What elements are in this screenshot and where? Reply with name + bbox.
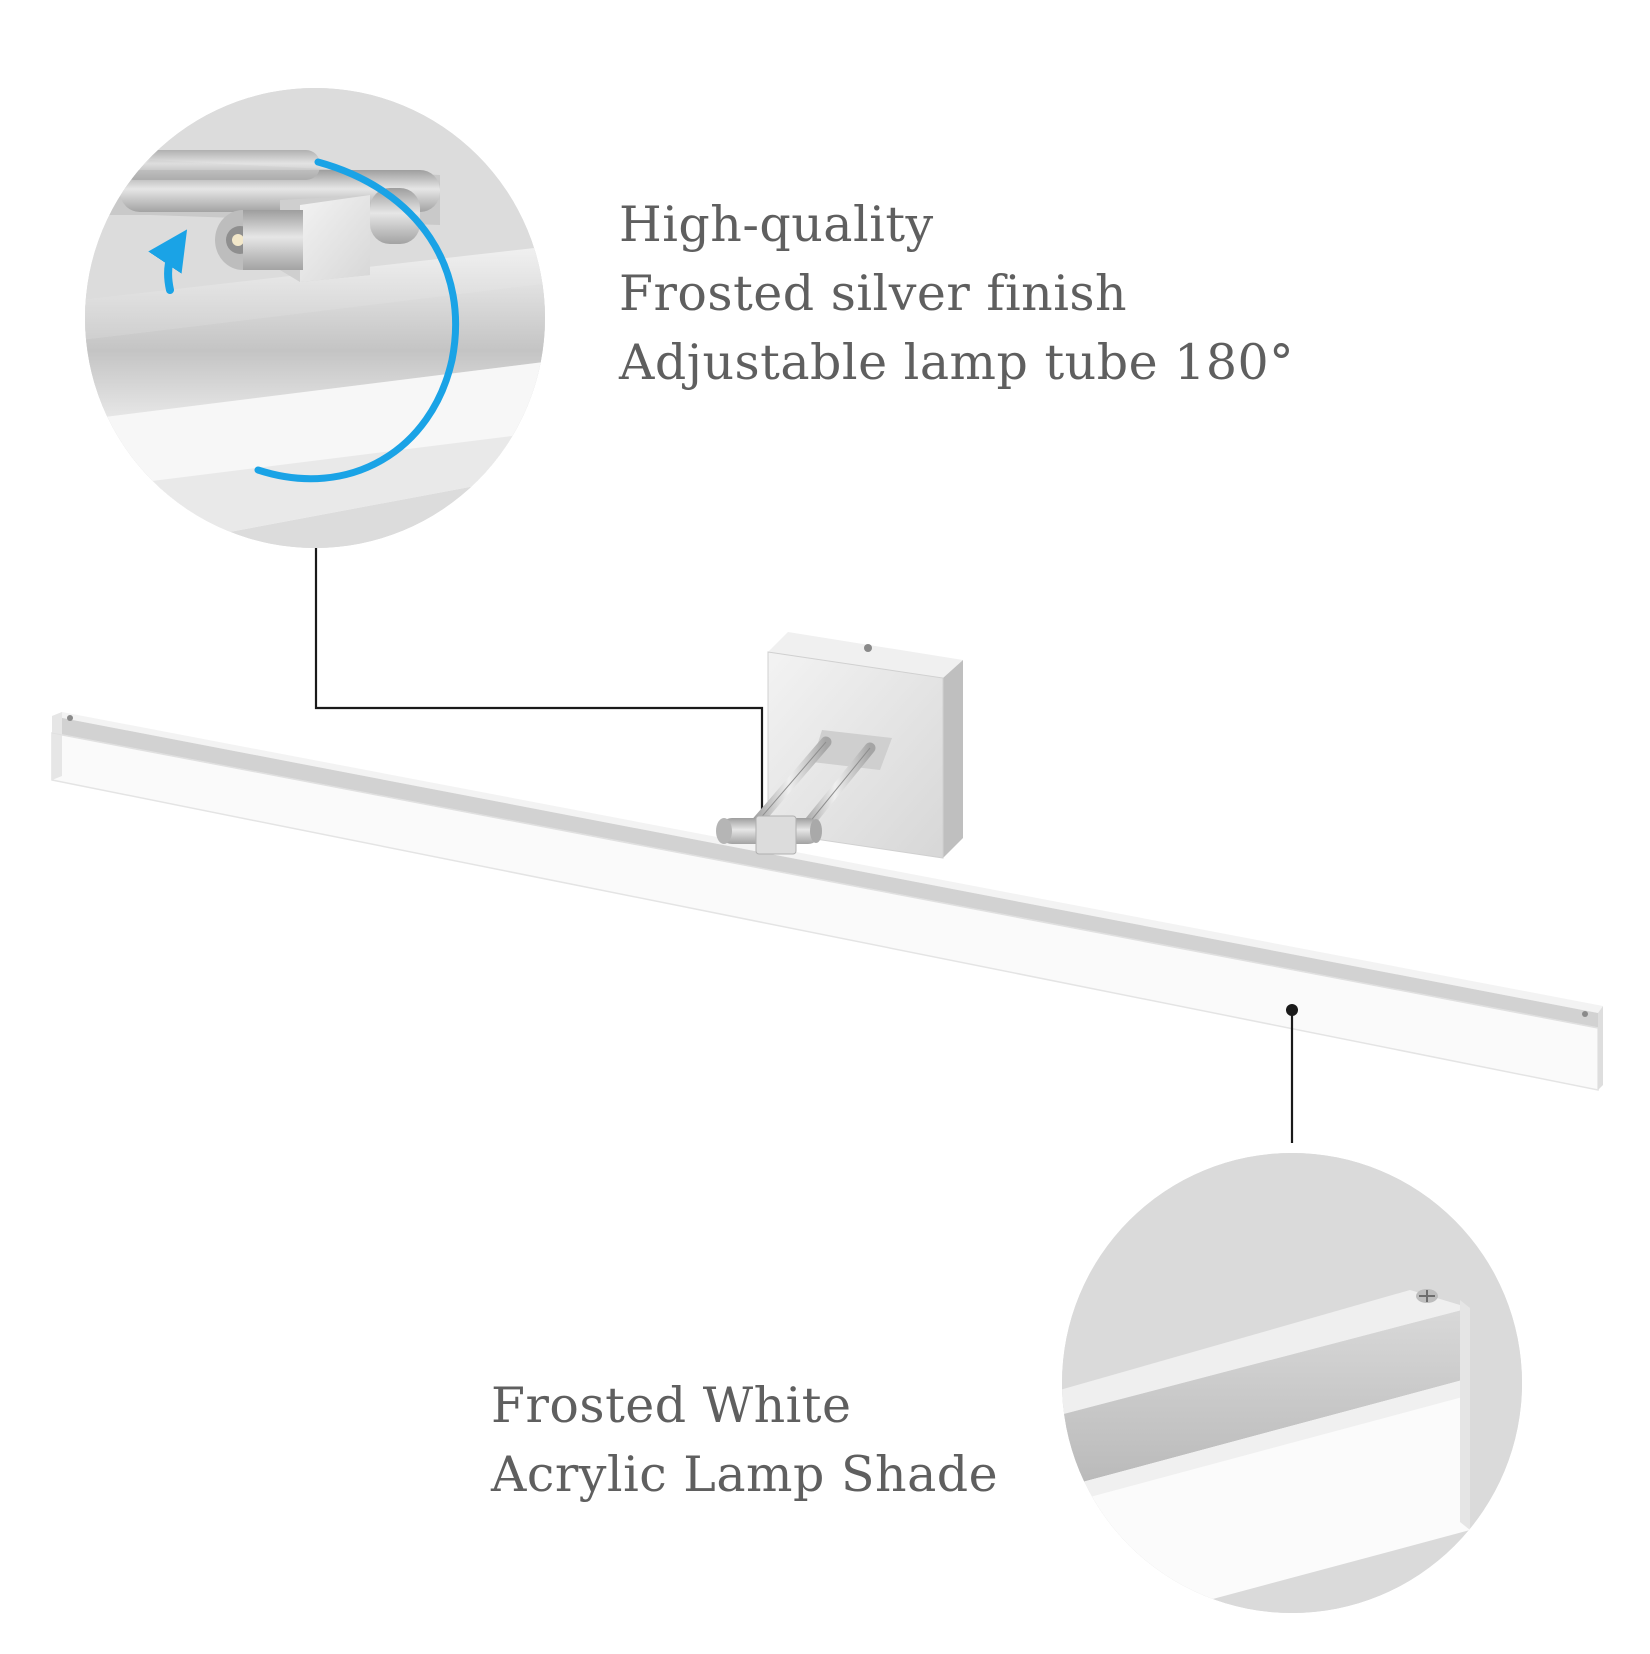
- rotation-up-arrow-icon: [148, 229, 188, 294]
- lamp-bar-silver-band: [52, 716, 1598, 1028]
- adjustable-joint-zoom-circle: [85, 88, 545, 548]
- caption-line: Adjustable lamp tube 180°: [619, 334, 1295, 391]
- swivel-joint: [716, 815, 822, 855]
- shade-feature-caption: Frosted White Acrylic Lamp Shade: [491, 1371, 998, 1509]
- wall-plate-side: [943, 660, 963, 858]
- lamp-shade-zoom-circle: [1062, 1153, 1522, 1613]
- caption-line: Acrylic Lamp Shade: [491, 1446, 999, 1503]
- joint-callout-line: [314, 548, 764, 842]
- plate-screw: [864, 644, 872, 652]
- finish-feature-caption: High-quality Frosted silver finish Adjus…: [619, 190, 1294, 397]
- caption-line: High-quality: [619, 196, 934, 253]
- lamp-bar-top: [52, 712, 1603, 1013]
- rotation-arc-icon: [254, 158, 460, 483]
- vanity-light-fixture: [51, 632, 1603, 1091]
- caption-line: Frosted White: [491, 1377, 852, 1434]
- wall-plate-top: [768, 632, 963, 678]
- caption-line: Frosted silver finish: [619, 265, 1128, 322]
